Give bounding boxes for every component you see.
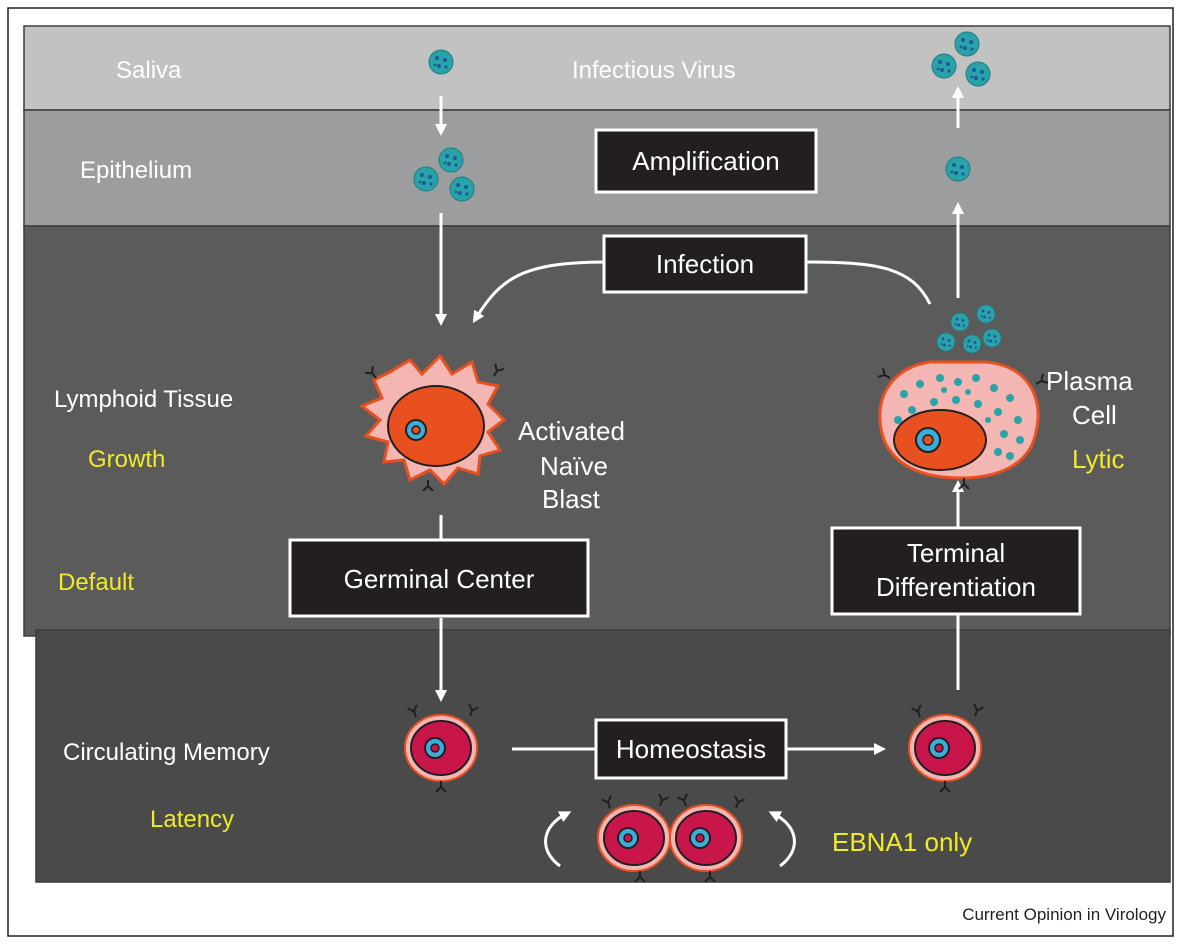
label-default: Default (58, 569, 134, 596)
box-terminal-label-1: Terminal (907, 538, 1005, 568)
virion-epithelium-3 (449, 176, 475, 202)
box-amplification-label: Amplification (632, 146, 779, 176)
label-activated: Activated (518, 416, 625, 446)
plasma-cell (876, 360, 1050, 490)
label-infectious-virus: Infectious Virus (572, 57, 736, 84)
virion-epithelium-right (945, 156, 971, 182)
box-germinal-center-label: Germinal Center (344, 564, 535, 594)
box-homeostasis-label: Homeostasis (616, 734, 766, 764)
plasma-cell-virions-internal (894, 374, 1024, 460)
virion-released-2 (931, 53, 957, 79)
box-terminal-differentiation: Terminal Differentiation (830, 526, 1082, 616)
label-circulating-memory: Circulating Memory (63, 739, 270, 766)
arrow-infection-curve-left (472, 260, 607, 324)
label-lytic: Lytic (1072, 444, 1125, 474)
box-amplification: Amplification (594, 128, 818, 194)
label-naive: Naïve (540, 451, 608, 481)
label-saliva: Saliva (116, 57, 182, 84)
virion-epithelium-2 (413, 166, 439, 192)
activated-naive-blast-cell (359, 353, 507, 492)
virion-epithelium-1 (438, 147, 464, 173)
line-infection-curve-right (805, 260, 932, 305)
virion-released-1 (954, 31, 980, 57)
box-infection: Infection (602, 234, 808, 294)
virion-released-3 (965, 61, 991, 87)
journal-credit: Current Opinion in Virology (962, 905, 1166, 924)
box-germinal-center: Germinal Center (288, 538, 590, 618)
label-lymphoid-tissue: Lymphoid Tissue (54, 386, 233, 413)
label-epithelium: Epithelium (80, 157, 192, 184)
box-terminal-label-2: Differentiation (876, 572, 1036, 602)
box-homeostasis: Homeostasis (594, 718, 788, 780)
label-plasma: Plasma (1046, 366, 1133, 396)
arrow-self-renewal-right (768, 811, 796, 868)
box-infection-label: Infection (656, 249, 754, 279)
label-growth: Growth (88, 446, 165, 473)
label-ebna1-only: EBNA1 only (832, 827, 972, 857)
label-latency: Latency (150, 806, 234, 833)
label-blast: Blast (542, 484, 601, 514)
virion-saliva (428, 49, 454, 75)
label-cell: Cell (1072, 400, 1117, 430)
arrow-self-renewal-left (544, 811, 572, 868)
